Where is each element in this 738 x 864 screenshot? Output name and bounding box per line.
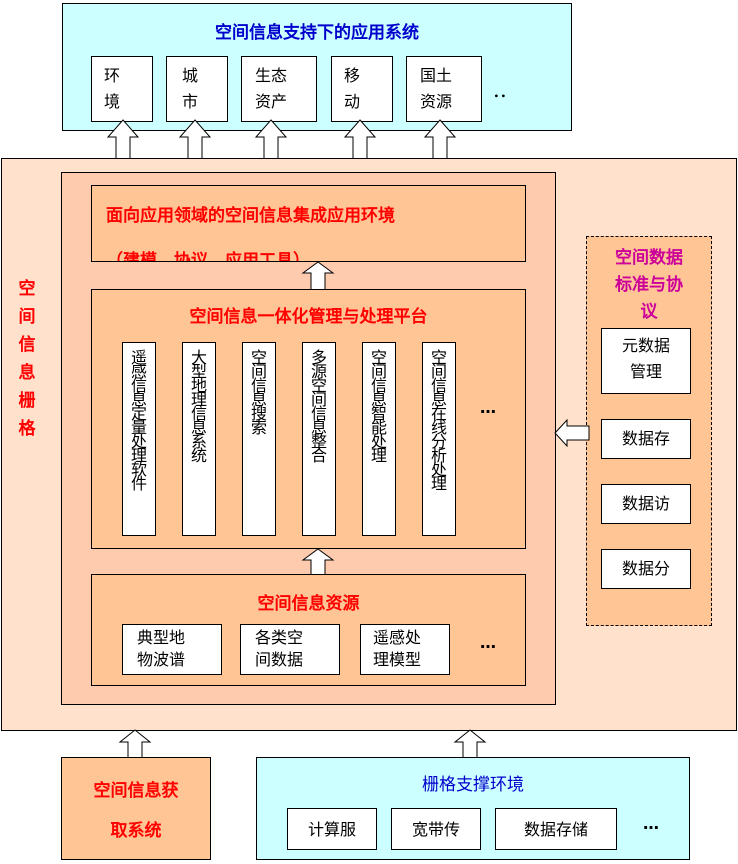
app-item-city: 城 市 [166, 56, 228, 122]
application-systems-panel: 空间信息支持下的应用系统 环 境 城 市 生态 资产 移 动 国土 资源 ．． [62, 3, 572, 131]
integration-environment-title: 面向应用领域的空间信息集成应用环境 [106, 206, 395, 226]
standards-item-metadata: 元数据 管理 [601, 328, 691, 394]
platform-item-integration: 多源空间信息整合 [302, 342, 336, 536]
standards-item-line: 数据分 [621, 559, 670, 578]
platform-items-more: … [480, 398, 496, 417]
up-arrow-icon [301, 261, 335, 291]
platform-item-label: 空间信息搜索 [248, 349, 267, 433]
grid-support-item-label: 计算服 [307, 820, 356, 839]
app-item-ecology: 生态 资产 [241, 56, 317, 122]
platform-item-gis: 大型地理信息系统 [182, 342, 216, 536]
app-item-environment: 环 境 [91, 56, 153, 122]
app-item-line: 资产 [255, 92, 288, 111]
platform-item-label: 大型地理信息系统 [188, 349, 207, 461]
acquisition-system-box: 空间信息获 取系统 [61, 757, 211, 860]
app-item-land-resources: 国土 资源 [406, 56, 482, 122]
resource-item-line: 理模型 [373, 650, 422, 669]
grid-support-item-label: 宽带传 [411, 820, 460, 839]
resource-item-line: 物波谱 [137, 650, 186, 669]
standards-title-line: 议 [640, 302, 658, 322]
platform-item-label: 空间信息在线分析处理 [428, 349, 447, 489]
grid-support-panel: 栅格支撑环境 计算服 宽带传 数据存储 … [256, 757, 690, 860]
app-item-line: 市 [182, 92, 199, 111]
platform-item-search: 空间信息搜索 [242, 342, 276, 536]
standards-title-line: 标准与协 [615, 275, 683, 295]
platform-title: 空间信息一体化管理与处理平台 [189, 307, 428, 327]
standards-item-data-distribution: 数据分 [601, 549, 691, 589]
resource-item-rs-models: 遥感处 理模型 [360, 624, 450, 675]
grid-support-item-broadband: 宽带传 [391, 808, 481, 850]
standards-title: 空间数据 标准与协 议 [587, 245, 711, 326]
resources-box: 空间信息资源 典型地 物波谱 各类空 间数据 遥感处 理模型 … [91, 574, 526, 686]
resource-item-line: 遥感处 [373, 628, 422, 647]
platform-item-label: 空间信息智能处理 [368, 349, 387, 461]
platform-item-label: 遥感信息定量处理软件 [128, 349, 147, 489]
grid-support-item-storage: 数据存储 [495, 808, 617, 850]
platform-item-remote-sensing: 遥感信息定量处理软件 [122, 342, 156, 536]
standards-title-line: 空间数据 [615, 248, 683, 268]
resource-item-spectra: 典型地 物波谱 [122, 624, 222, 675]
acquisition-system-line: 取系统 [110, 821, 162, 841]
app-item-line: 环 [104, 66, 121, 85]
standards-item-line: 元数据 [621, 336, 670, 355]
app-item-line: 动 [344, 92, 361, 111]
application-systems-title: 空间信息支持下的应用系统 [215, 23, 419, 43]
app-item-line: 移 [344, 66, 361, 85]
standards-panel: 空间数据 标准与协 议 元数据 管理 数据存 数据访 数据分 [586, 236, 712, 626]
resource-item-line: 间数据 [255, 650, 304, 669]
app-item-mobile: 移 动 [331, 56, 393, 122]
resources-title: 空间信息资源 [257, 594, 360, 614]
standards-item-data-storage: 数据存 [601, 419, 691, 459]
up-arrow-icon [453, 729, 487, 759]
grid-support-item-label: 数据存储 [523, 820, 588, 839]
integration-environment-subtitle: （建模、协议、应用工具） [106, 251, 310, 262]
platform-item-intelligent: 空间信息智能处理 [362, 342, 396, 536]
app-item-line: 境 [104, 92, 121, 111]
app-item-line: 资源 [420, 92, 453, 111]
resource-item-spatial-data: 各类空 间数据 [240, 624, 340, 675]
resource-item-line: 典型地 [137, 628, 186, 647]
standards-item-line: 数据存 [621, 429, 670, 448]
grid-support-items-more: … [643, 814, 659, 833]
grid-support-item-compute: 计算服 [287, 808, 377, 850]
integration-environment-box: 面向应用领域的空间信息集成应用环境 （建模、协议、应用工具） [91, 185, 526, 262]
app-item-line: 城 [182, 66, 199, 85]
platform-item-olap: 空间信息在线分析处理 [422, 342, 456, 536]
up-arrow-icon [301, 548, 335, 576]
left-arrow-icon [554, 418, 590, 448]
standards-item-line: 管理 [629, 362, 662, 381]
acquisition-system-line: 空间信息获 [93, 781, 179, 801]
app-items-more: ．． [493, 85, 514, 101]
resource-item-line: 各类空 [255, 628, 304, 647]
resource-items-more: … [480, 633, 496, 652]
grid-support-title: 栅格支撑环境 [422, 775, 524, 795]
standards-item-data-access: 数据访 [601, 484, 691, 524]
platform-box: 空间信息一体化管理与处理平台 遥感信息定量处理软件 大型地理信息系统 空间信息搜… [91, 289, 526, 549]
platform-item-label: 多源空间信息整合 [308, 349, 327, 461]
spatial-info-grid-label: 空间信息栅格 [18, 279, 36, 439]
app-item-line: 生态 [255, 66, 288, 85]
standards-item-line: 数据访 [621, 494, 670, 513]
app-item-line: 国土 [420, 66, 453, 85]
up-arrow-icon [118, 729, 152, 759]
